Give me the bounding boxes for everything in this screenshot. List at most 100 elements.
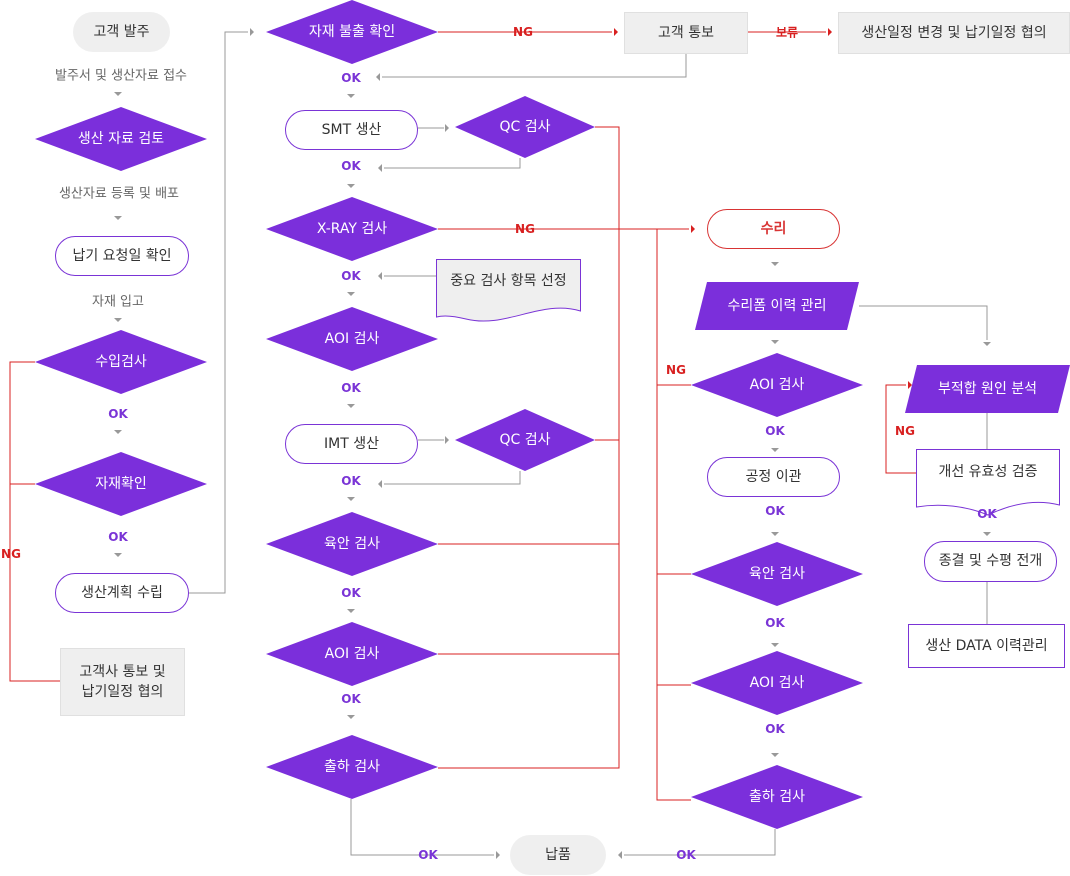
connector-line [859,305,988,340]
arrowhead-icon [347,497,355,501]
ng-label: NG [666,363,686,377]
process-transfer: 공정 이관 [707,457,840,497]
ok-label: OK [765,722,785,736]
arrowhead-icon [496,851,500,859]
arrowhead-icon [347,292,355,296]
aoi-repair-label-2: AOI 검사 [749,674,805,691]
customer-order-terminal: 고객 발주 [73,12,170,52]
xray-label: X-RAY 검사 [316,220,388,237]
verify-label: 개선 유효성 검증 [938,463,1038,480]
connector-line [384,471,521,485]
aoi-decision-2: AOI 검사 [266,622,438,686]
arrowhead-icon [771,340,779,344]
ok-label: OK [418,848,438,862]
key-items-label: 중요 검사 항목 선정 [450,272,567,289]
ng-label: NG [513,25,533,39]
ng-connector [9,361,60,682]
arrowhead-icon [908,381,912,389]
arrowhead-icon [771,262,779,266]
ok-label: OK [341,381,361,395]
closure-process: 종결 및 수평 전개 [924,541,1057,582]
arrowhead-icon [378,272,382,280]
ok-label: OK [765,424,785,438]
ng-label: NG [895,424,915,438]
ok-label: OK [341,269,361,283]
qc-label-2: QC 검사 [499,431,551,448]
arrowhead-icon [347,94,355,98]
repair-history-data: 수리폼 이력 관리 [695,282,859,330]
imt-process: IMT 생산 [285,424,418,464]
arrowhead-icon [771,532,779,536]
arrowhead-icon [347,609,355,613]
cause-analysis-data: 부적합 원인 분석 [905,365,1070,413]
ok-label: OK [341,159,361,173]
connector-line [382,54,687,78]
qc-decision-2: QC 검사 [455,409,595,471]
visual-decision-repair: 육안 검사 [691,542,863,606]
arrowhead-icon [114,553,122,557]
verify-document: 개선 유효성 검증 [916,449,1060,517]
data-management-box: 생산 DATA 이력관리 [908,624,1065,668]
arrowhead-icon [445,124,449,132]
arrowhead-icon [983,532,991,536]
ng-connector [438,126,620,769]
visual-decision: 육안 검사 [266,512,438,576]
arrowhead-icon [114,92,122,96]
ok-label: OK [341,692,361,706]
customer-notify-box: 고객 통보 [624,12,748,54]
connector-line [624,829,776,856]
ng-connector [656,229,691,801]
ok-label: OK [977,507,997,521]
arrowhead-icon [114,216,122,220]
notify-customer-box: 고객사 통보 및 납기일정 협의 [60,648,185,716]
ng-label: NG [1,547,21,561]
visual-repair-label: 육안 검사 [749,565,805,582]
ok-label: OK [765,616,785,630]
incoming-inspection-decision: 수입검사 [35,330,207,394]
arrowhead-icon [771,448,779,452]
aoi-decision-repair: AOI 검사 [691,353,863,417]
material-check-label: 자재확인 [95,475,147,492]
reschedule-box: 생산일정 변경 및 납기일정 협의 [838,12,1070,54]
arrowhead-icon [618,851,622,859]
arrowhead-icon [347,715,355,719]
review-label: 생산 자료 검토 [77,130,165,147]
production-plan-process: 생산계획 수립 [55,573,189,613]
key-items-document: 중요 검사 항목 선정 [436,259,581,325]
arrowhead-icon [347,404,355,408]
connector-line [384,158,521,169]
receiving-label: 자재 입고 [92,294,144,310]
ok-label: OK [341,474,361,488]
material-release-label: 자재 불출 확인 [308,23,396,40]
qc-label-1: QC 검사 [499,118,551,135]
incoming-inspection-label: 수입검사 [95,353,147,370]
connector-line [189,31,248,594]
aoi-decision-1: AOI 검사 [266,307,438,371]
register-label: 생산자료 등록 및 배포 [58,186,180,202]
arrowhead-icon [376,73,380,81]
arrowhead-icon [828,28,832,36]
cause-analysis-label: 부적합 원인 분석 [937,380,1038,397]
arrowhead-icon [114,430,122,434]
material-check-decision: 자재확인 [35,452,207,516]
shipping-repair-label: 출하 검사 [749,788,805,805]
review-decision: 생산 자료 검토 [35,107,207,171]
shipping-decision-repair: 출하 검사 [691,765,863,829]
ng-label: NG [515,222,535,236]
hold-label: 보류 [775,25,799,40]
arrowhead-icon [983,342,991,346]
arrowhead-icon [445,436,449,444]
qc-decision-1: QC 검사 [455,96,595,158]
shipping-label: 출하 검사 [324,758,380,775]
material-release-decision: 자재 불출 확인 [266,0,438,64]
arrowhead-icon [771,643,779,647]
visual-label: 육안 검사 [324,535,380,552]
repair-history-label: 수리폼 이력 관리 [727,297,827,314]
aoi-repair-label: AOI 검사 [749,376,805,393]
arrowhead-icon [614,28,618,36]
arrowhead-icon [378,480,382,488]
arrowhead-icon [771,753,779,757]
arrowhead-icon [114,318,122,322]
ok-label: OK [341,71,361,85]
arrowhead-icon [691,225,695,233]
